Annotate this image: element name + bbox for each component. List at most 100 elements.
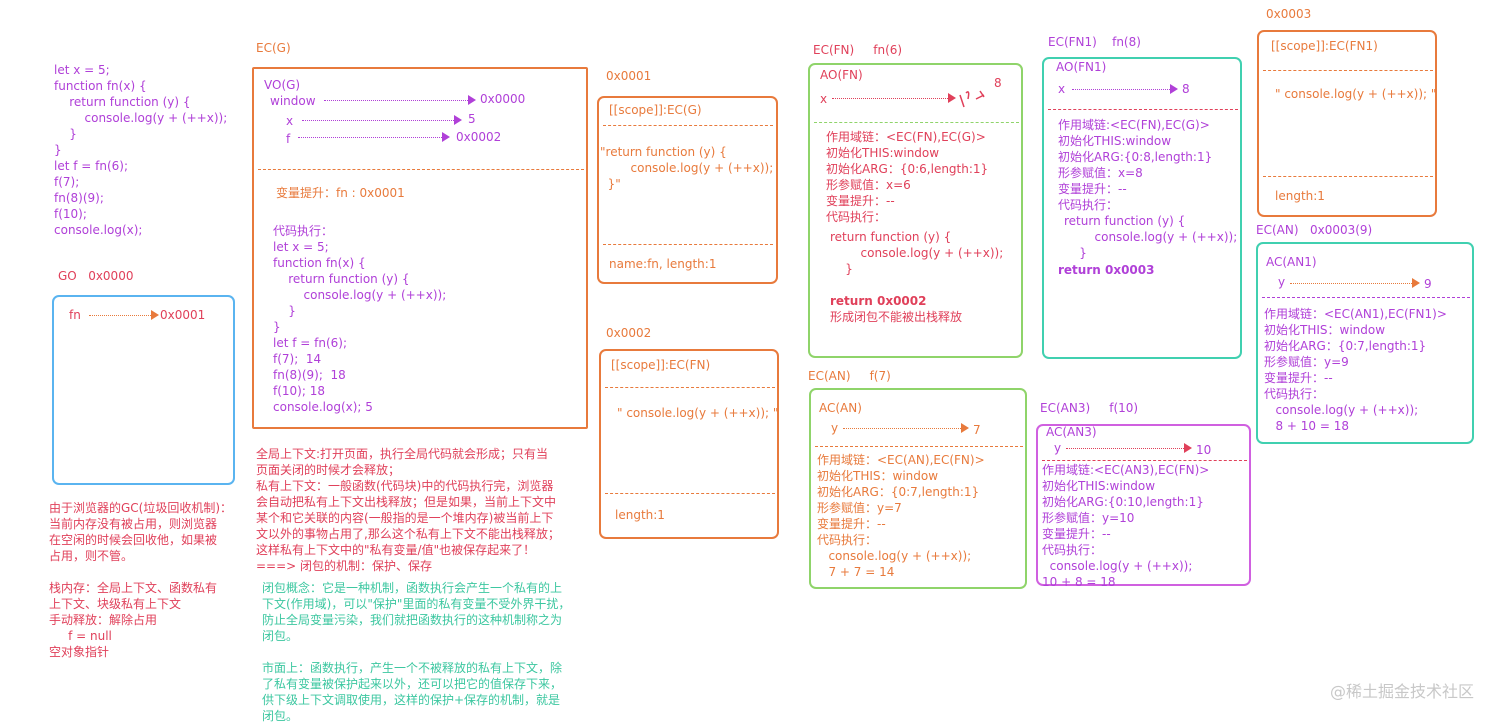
heap-0001-box: [[scope]]:EC(G) "return function (y) { c…: [597, 96, 778, 284]
source-code: let x = 5; function fn(x) { return funct…: [54, 63, 228, 237]
ecg-divider: [258, 169, 584, 170]
ecan-this: 初始化THIS：window: [817, 469, 939, 483]
ecan9-title: EC(AN) 0x0003(9): [1256, 223, 1373, 237]
go-fn-label: fn: [69, 308, 81, 322]
ecg-title: EC(G): [256, 41, 291, 55]
ecan-y-arrow: [843, 423, 969, 433]
heap-0001-body: "return function (y) { console.log(y + (…: [600, 145, 774, 191]
ecfn-title: EC(FN) fn(6): [813, 43, 903, 57]
ecfn-hoist: 变量提升：--: [826, 194, 895, 208]
ecan3-y-label: y: [1054, 441, 1062, 455]
ecan9-code: console.log(y + (++x)); 8 + 10 = 18: [1275, 403, 1419, 433]
heap-0003-divider-top: [1263, 70, 1433, 71]
ecg-window-target: 0x0000: [480, 92, 526, 106]
ecan9-scope-chain: 作用域链：<EC(AN1),EC(FN1)>: [1264, 307, 1447, 321]
ecg-vo-label: VO(G): [264, 78, 301, 92]
ecfn1-divider: [1048, 109, 1238, 110]
ecfn1-hoist: 变量提升：--: [1058, 182, 1127, 196]
ecan3-hoist: 变量提升：--: [1042, 527, 1111, 541]
heap-0001-divider-bottom: [603, 244, 773, 245]
ecan3-title: EC(AN3) f(10): [1040, 401, 1139, 415]
ecfn1-x-arrow: [1072, 84, 1178, 94]
ecfn-x-scribble-icon: [959, 90, 985, 108]
ecfn1-exec: 代码执行：: [1058, 198, 1119, 212]
ecan3-code: console.log(y + (++x)); 10 + 8 = 18: [1042, 559, 1193, 589]
ecfn1-scope-chain: 作用域链:<EC(FN),EC(G)>: [1058, 118, 1210, 132]
ecfn-box: AO(FN) x 8 作用域链：<EC(FN),EC(G)> 初始化THIS:w…: [808, 63, 1023, 358]
heap-0002-box: [[scope]]:EC(FN) " console.log(y + (++x)…: [599, 349, 779, 539]
ecan3-scope-chain: 作用域链:<EC(AN3),EC(FN)>: [1042, 463, 1210, 477]
ecan9-ac-label: AC(AN1): [1266, 255, 1317, 269]
ecan9-box: AC(AN1) y 9 作用域链：<EC(AN1),EC(FN1)> 初始化TH…: [1256, 242, 1474, 444]
ecg-window-label: window: [270, 94, 316, 108]
ecan-y-label: y: [831, 421, 839, 435]
ecan9-y-target: 9: [1424, 277, 1432, 291]
heap-0003-box: [[scope]]:EC(FN1) " console.log(y + (++x…: [1257, 30, 1437, 217]
ecfn-divider: [814, 122, 1019, 123]
heap-0002-divider-bottom: [605, 493, 775, 494]
ecg-x-label: x: [286, 114, 294, 128]
ecfn-code: return function (y) { console.log(y + (+…: [830, 230, 1004, 276]
ecan3-this: 初始化THIS:window: [1042, 479, 1156, 493]
heap-0001-meta: name:fn, length:1: [609, 257, 717, 271]
ecfn1-x-target: 8: [1182, 82, 1190, 96]
ecan-title: EC(AN) f(7): [808, 369, 891, 383]
heap-0003-divider-bottom: [1263, 176, 1433, 177]
ecan-ac-label: AC(AN): [819, 401, 862, 415]
ecan3-y-target: 10: [1196, 443, 1212, 457]
ecfn-return: return 0x0002: [830, 294, 927, 308]
ecfn-x-label: x: [820, 92, 828, 106]
heap-0001-addr: 0x0001: [606, 69, 652, 83]
ecan-scope-chain: 作用域链：<EC(AN),EC(FN)>: [817, 453, 985, 467]
ecan-exec: 代码执行：: [817, 533, 878, 547]
ecfn-x-arrow: [832, 93, 956, 103]
ecfn-scope-chain: 作用域链：<EC(FN),EC(G)>: [826, 130, 986, 144]
context-note: 全局上下文:打开页面，执行全局代码就会形成；只有当 页面关闭的时候才会释放； 私…: [256, 447, 560, 573]
ecan-y-target: 7: [973, 423, 981, 437]
ecan9-hoist: 变量提升：--: [1264, 371, 1333, 385]
ecg-x-target: 5: [468, 112, 476, 126]
ecan-arg: 初始化ARG：{0:7,length:1}: [817, 485, 980, 499]
ecg-f-label: f: [286, 132, 291, 146]
ecfn1-code: return function (y) { console.log(y + (+…: [1064, 214, 1238, 260]
closure-note: 闭包概念：它是一种机制，函数执行会产生一个私有的上 下文(作用域)，可以"保护"…: [262, 581, 571, 723]
heap-0002-addr: 0x0002: [606, 326, 652, 340]
ecfn-arg: 初始化ARG：{0:6,length:1}: [826, 162, 989, 176]
ecan-hoist: 变量提升：--: [817, 517, 886, 531]
gc-note: 由于浏览器的GC(垃圾回收机制)： 当前内存没有被占用，则浏览器 在空闲的时候会…: [49, 501, 233, 659]
ecan3-param: 形参赋值：y=10: [1042, 511, 1135, 525]
ecg-window-arrow: [324, 95, 476, 105]
ecan-code: console.log(y + (++x)); 7 + 7 = 14: [828, 549, 972, 579]
ecan3-arg: 初始化ARG:{0:10,length:1}: [1042, 495, 1204, 509]
ecan3-y-arrow: [1066, 443, 1192, 453]
heap-0003-scope: [[scope]]:EC(FN1): [1271, 39, 1378, 53]
ecan9-y-label: y: [1278, 275, 1286, 289]
ecan3-ac-label: AC(AN3): [1046, 425, 1097, 439]
ecfn1-ao-label: AO(FN1): [1056, 60, 1107, 74]
go-title: GO 0x0000: [58, 269, 134, 283]
heap-0002-divider-top: [605, 387, 775, 388]
ecan3-divider: [1042, 460, 1247, 461]
ecfn1-arg: 初始化ARG:{0:8,length:1}: [1058, 150, 1213, 164]
ecan-param: 形参赋值：y=7: [817, 501, 902, 515]
ecfn-this: 初始化THIS:window: [826, 146, 940, 160]
ecfn-note: 形成闭包不能被出栈释放: [830, 310, 963, 324]
ecan9-arg: 初始化ARG：{0:7,length:1}: [1264, 339, 1427, 353]
ecg-box: VO(G) window 0x0000 x 5 f 0x0002 变量提升：fn…: [252, 67, 588, 429]
ecfn1-title: EC(FN1) fn(8): [1048, 35, 1141, 49]
ecfn-x-scribble: 8: [994, 76, 1002, 90]
ecg-exec: 代码执行： let x = 5; function fn(x) { return…: [273, 224, 447, 414]
ecan3-exec: 代码执行：: [1042, 543, 1103, 557]
ecg-f-target: 0x0002: [456, 130, 502, 144]
ecfn1-x-label: x: [1058, 82, 1066, 96]
go-fn-arrow: [89, 310, 159, 320]
heap-0002-scope: [[scope]]:EC(FN): [611, 358, 711, 372]
ecan9-divider: [1262, 297, 1470, 298]
ecg-x-arrow: [302, 115, 462, 125]
ecfn-exec: 代码执行：: [826, 210, 887, 224]
watermark: @稀土掘金技术社区: [1330, 682, 1475, 701]
heap-0003-addr: 0x0003: [1266, 7, 1312, 21]
heap-0001-divider-top: [603, 125, 773, 126]
ecan9-y-arrow: [1290, 278, 1420, 288]
heap-0002-body: " console.log(y + (++x)); ": [617, 406, 779, 420]
